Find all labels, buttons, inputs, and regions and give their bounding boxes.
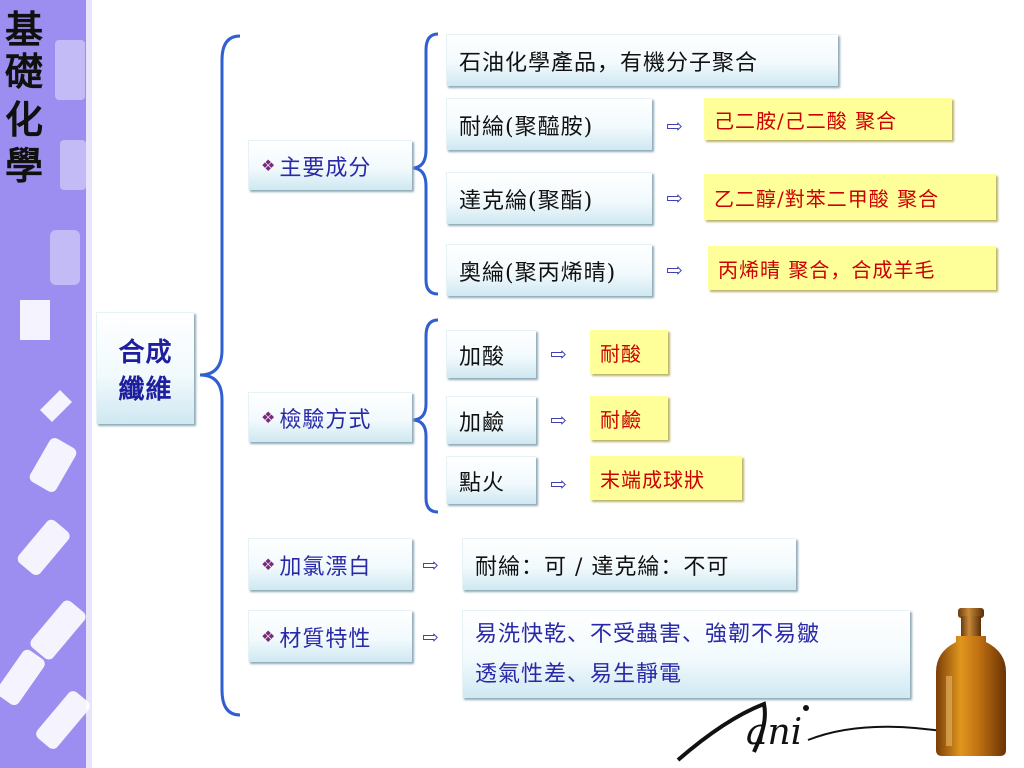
test-result-fire: 末端成球狀 <box>590 456 742 500</box>
category-bleach: ❖ 加氯漂白 <box>248 538 412 590</box>
result-label: 己二胺/己二酸 聚合 <box>714 108 898 133</box>
category-testing-methods: ❖ 檢驗方式 <box>248 392 412 442</box>
result-label: 丙烯晴 聚合，合成羊毛 <box>718 257 936 282</box>
root-node: 合成 纖維 <box>96 312 194 424</box>
component-result-dacron: 乙二醇/對苯二甲酸 聚合 <box>704 174 996 220</box>
result-label: 末端成球狀 <box>600 467 705 492</box>
properties-result: 易洗快乾、不受蟲害、強韌不易皺 透氣性差、易生靜電 <box>462 610 910 698</box>
root-label-line1: 合成 <box>118 337 173 368</box>
testing-bracket <box>411 318 439 514</box>
test-item-base: 加鹼 <box>446 396 536 444</box>
diamond-bullet-icon: ❖ <box>261 408 277 427</box>
category-label: 加氯漂白 <box>279 554 372 580</box>
right-arrow-icon: ⇨ <box>666 114 683 138</box>
component-item-dacron: 達克綸(聚酯) <box>446 172 652 224</box>
result-label: 乙二醇/對苯二甲酸 聚合 <box>714 186 940 211</box>
test-item-fire: 點火 <box>446 456 536 504</box>
right-arrow-icon: ⇨ <box>422 553 439 577</box>
properties-line2: 透氣性差、易生靜電 <box>475 661 683 687</box>
root-label-line2: 纖維 <box>118 374 173 405</box>
right-arrow-icon: ⇨ <box>550 408 567 432</box>
result-label: 耐酸 <box>600 341 642 366</box>
right-arrow-icon: ⇨ <box>550 472 567 496</box>
diamond-bullet-icon: ❖ <box>261 555 277 574</box>
main-bracket <box>199 34 241 717</box>
category-properties: ❖ 材質特性 <box>248 610 412 662</box>
component-result-nylon: 己二胺/己二酸 聚合 <box>704 98 952 140</box>
sidebar-title-char: 化 <box>4 98 43 142</box>
diamond-bullet-icon: ❖ <box>261 627 277 646</box>
component-item-orlon: 奧綸(聚丙烯晴) <box>446 244 652 296</box>
component-label: 石油化學產品，有機分子聚合 <box>459 50 759 76</box>
right-arrow-icon: ⇨ <box>666 258 683 282</box>
right-arrow-icon: ⇨ <box>422 625 439 649</box>
category-main-components: ❖ 主要成分 <box>248 140 412 190</box>
result-label: 耐鹼 <box>600 407 642 432</box>
test-label: 加鹼 <box>459 410 506 436</box>
component-label: 奧綸(聚丙烯晴) <box>459 260 617 286</box>
svg-text:ani: ani <box>746 712 802 753</box>
component-result-orlon: 丙烯晴 聚合，合成羊毛 <box>708 246 996 290</box>
right-arrow-icon: ⇨ <box>666 186 683 210</box>
test-label: 點火 <box>459 470 506 496</box>
component-item-petrochemical: 石油化學產品，有機分子聚合 <box>446 34 838 86</box>
category-label: 主要成分 <box>279 155 372 181</box>
sidebar-title-char: 學 <box>4 144 43 188</box>
category-label: 材質特性 <box>279 626 372 652</box>
category-label: 檢驗方式 <box>279 407 372 433</box>
sidebar-band <box>0 0 92 768</box>
test-result-acid: 耐酸 <box>590 330 668 374</box>
right-arrow-icon: ⇨ <box>550 342 567 366</box>
diamond-bullet-icon: ❖ <box>261 156 277 175</box>
component-item-nylon: 耐綸(聚醯胺) <box>446 98 652 150</box>
component-label: 達克綸(聚酯) <box>459 188 594 214</box>
test-label: 加酸 <box>459 344 506 370</box>
amber-bottle-image <box>936 608 1006 756</box>
test-result-base: 耐鹼 <box>590 396 668 440</box>
sidebar-title-char: 礎 <box>4 50 43 94</box>
sidebar-title-char: 基 <box>4 8 43 52</box>
vani-signature-logo: ani <box>676 701 949 762</box>
components-bracket <box>411 32 439 296</box>
component-label: 耐綸(聚醯胺) <box>459 114 594 140</box>
bleach-result: 耐綸：可 / 達克綸：不可 <box>462 538 796 590</box>
result-label: 耐綸：可 / 達克綸：不可 <box>475 554 730 580</box>
test-item-acid: 加酸 <box>446 330 536 378</box>
properties-line1: 易洗快乾、不受蟲害、強韌不易皺 <box>475 621 821 647</box>
